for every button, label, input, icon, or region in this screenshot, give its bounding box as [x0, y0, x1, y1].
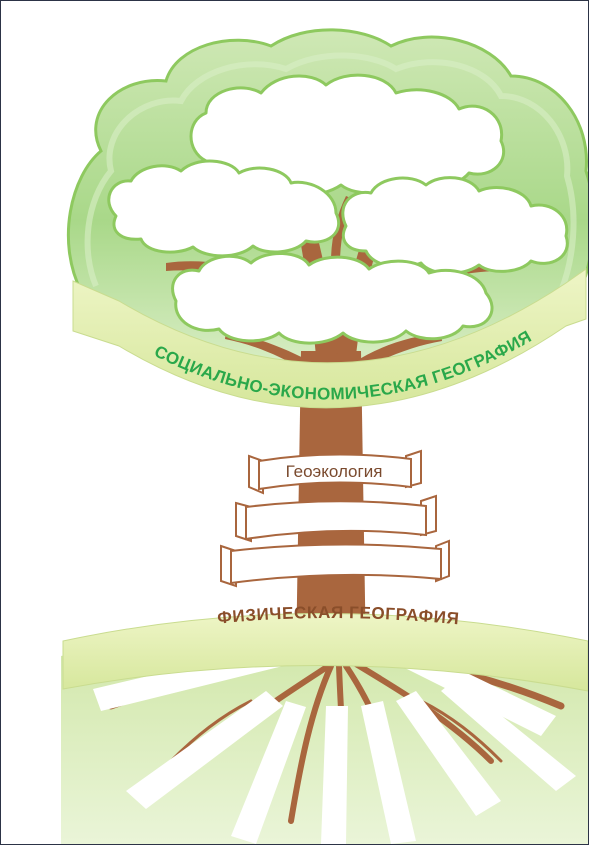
- trunk-ribbon-1-label: Геоэкология: [286, 462, 383, 481]
- trunk-ribbons: Геоэкология: [221, 451, 449, 586]
